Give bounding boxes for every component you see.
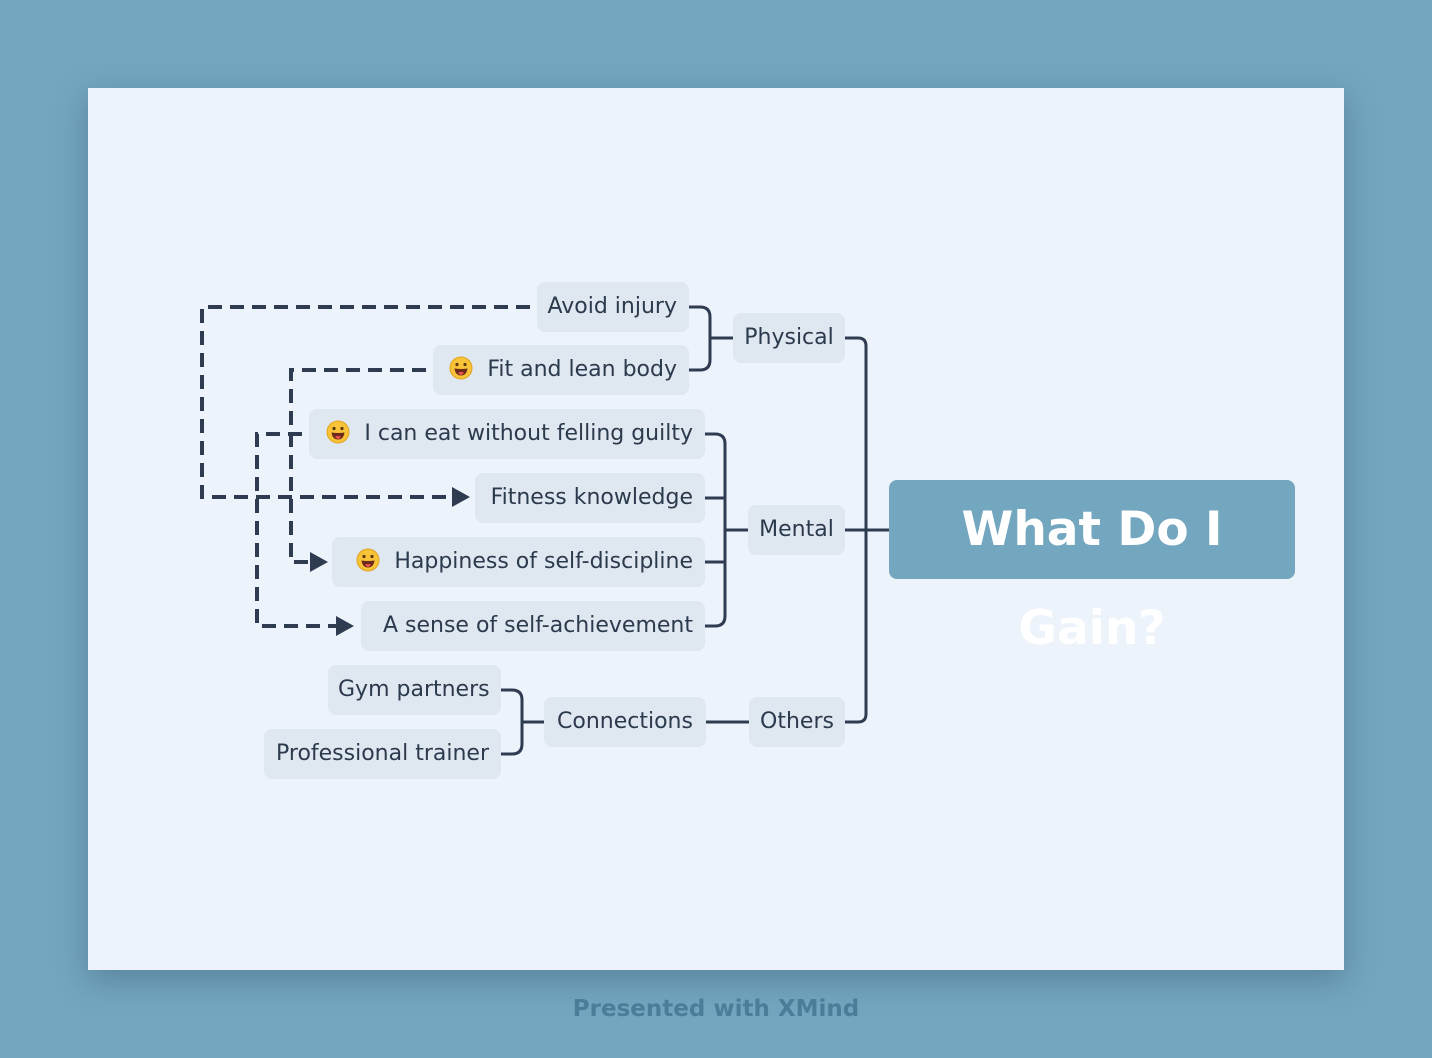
topic-sense-of-self-achievement[interactable]: A sense of self-achievement bbox=[361, 601, 705, 651]
topic-label: I can eat without felling guilty bbox=[364, 421, 693, 446]
topic-professional-trainer[interactable]: Professional trainer bbox=[264, 729, 501, 779]
laughing-face-icon bbox=[326, 420, 350, 444]
topic-gym-partners[interactable]: Gym partners bbox=[328, 665, 501, 715]
relationship-fit-lean-to-happiness bbox=[289, 368, 426, 564]
footer-text: Presented with XMind bbox=[572, 996, 860, 1022]
connector-root-physical bbox=[843, 336, 891, 532]
central-topic[interactable]: What Do I Gain? bbox=[889, 480, 1295, 656]
topic-fitness-knowledge[interactable]: Fitness knowledge bbox=[475, 473, 705, 523]
topic-label: Others bbox=[760, 709, 834, 734]
topic-label: A sense of self-achievement bbox=[382, 613, 693, 638]
topic-eat-without-guilt[interactable]: I can eat without felling guilty bbox=[309, 409, 705, 459]
footer-credit: Presented with XMind bbox=[0, 996, 1432, 1022]
topic-fit-and-lean-body[interactable]: Fit and lean body bbox=[433, 345, 689, 395]
connector-physical-bracket bbox=[687, 305, 735, 372]
laughing-face-icon bbox=[449, 356, 473, 380]
topic-label: Fit and lean body bbox=[487, 357, 677, 382]
relationship-eat-guilty-to-self-achievement bbox=[255, 432, 338, 628]
topic-label: Physical bbox=[744, 325, 834, 350]
connector-layer bbox=[200, 305, 891, 756]
topic-happiness-of-self-discipline[interactable]: Happiness of self-discipline bbox=[332, 537, 705, 587]
topic-label: Fitness knowledge bbox=[490, 485, 693, 510]
topic-label: Avoid injury bbox=[547, 294, 678, 319]
arrow-head-happiness bbox=[310, 552, 328, 572]
arrow-head-self-achievement bbox=[336, 616, 354, 636]
laughing-face-icon bbox=[356, 548, 380, 572]
arrow-head-fitness-knowledge bbox=[452, 487, 470, 507]
topic-physical[interactable]: Physical bbox=[733, 313, 845, 363]
relationship-avoid-injury-to-fitness-knowledge bbox=[200, 305, 530, 499]
central-topic-label: What Do I Gain? bbox=[961, 502, 1223, 656]
topic-label: Happiness of self-discipline bbox=[394, 549, 693, 574]
topic-label: Professional trainer bbox=[276, 741, 489, 766]
connector-root-others bbox=[843, 528, 868, 724]
topic-connections[interactable]: Connections bbox=[544, 697, 706, 747]
connector-mental-bracket bbox=[703, 432, 750, 628]
connector-connections-bracket bbox=[499, 688, 546, 756]
topic-label: Gym partners bbox=[338, 677, 490, 702]
topic-others[interactable]: Others bbox=[749, 697, 845, 747]
topic-mental[interactable]: Mental bbox=[748, 505, 845, 555]
topic-avoid-injury[interactable]: Avoid injury bbox=[537, 282, 689, 332]
topic-label: Connections bbox=[557, 709, 693, 734]
topic-label: Mental bbox=[759, 517, 834, 542]
